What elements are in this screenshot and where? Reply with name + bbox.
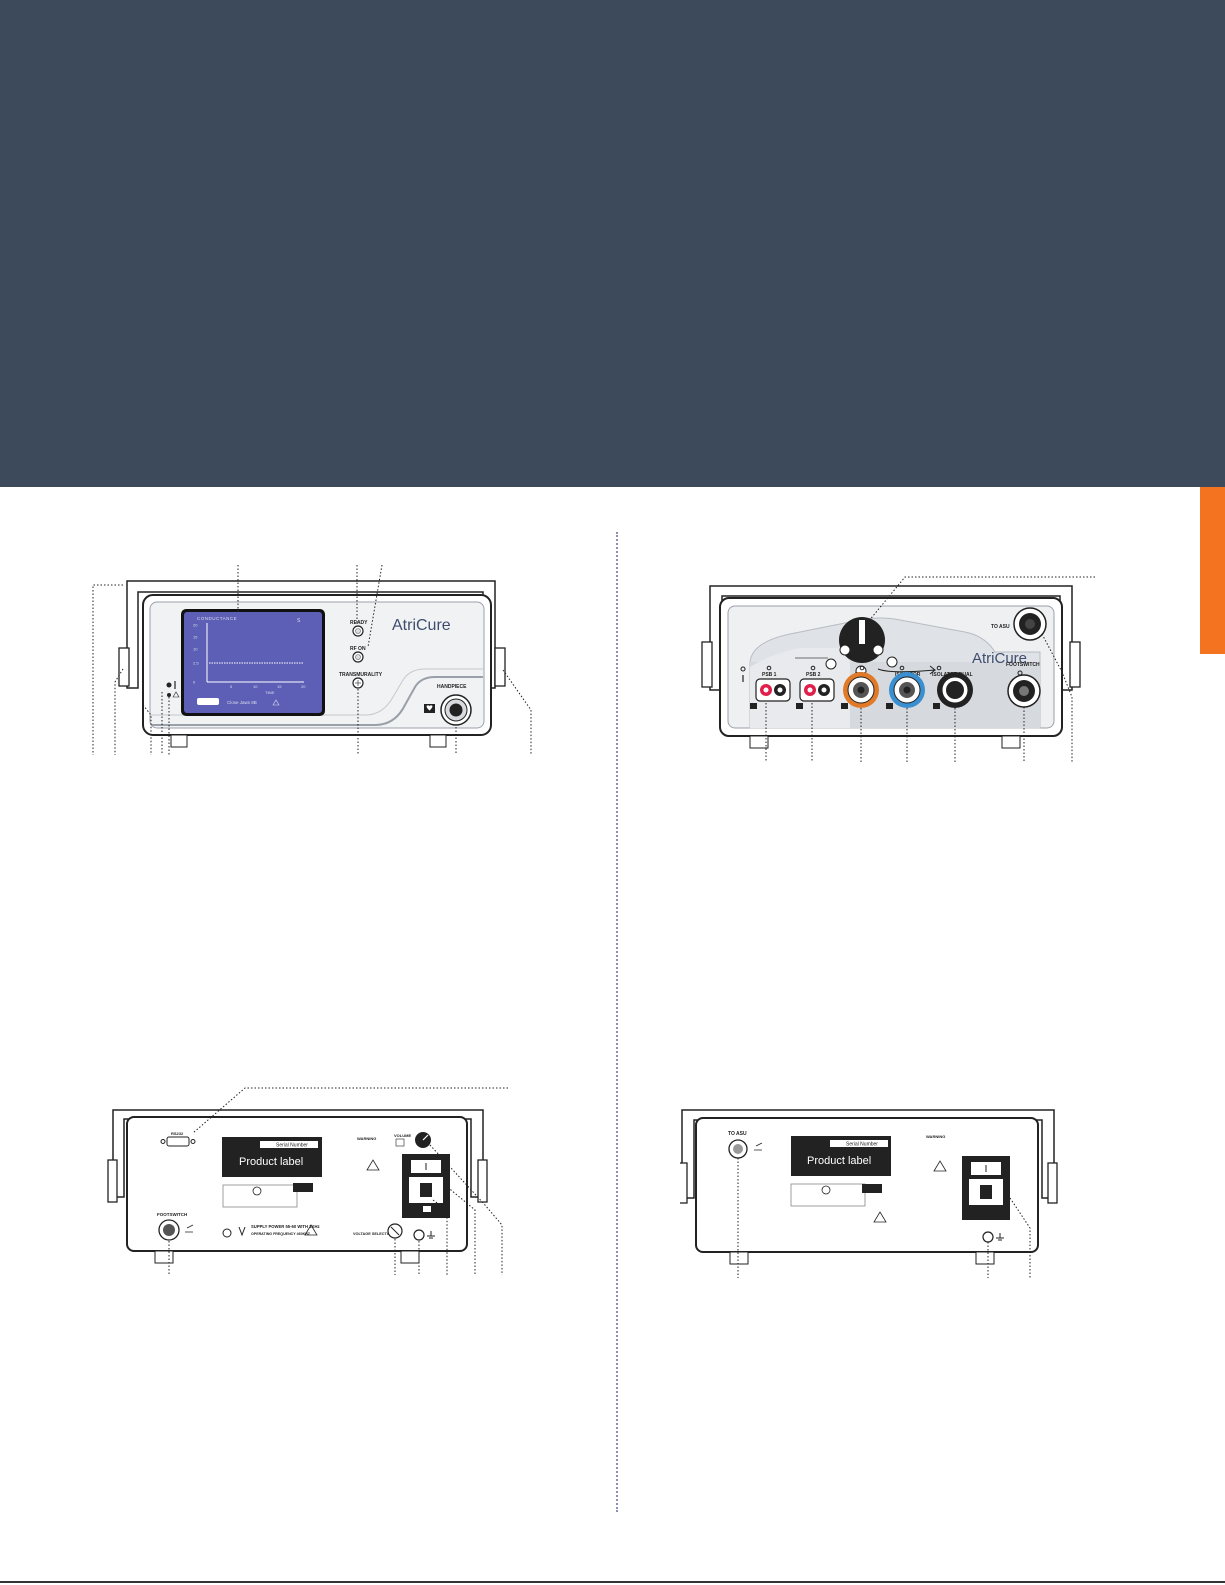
warning-label: WARNING [357,1136,376,1141]
rs232-port[interactable] [166,1136,190,1147]
screen-xlabel: TIME [265,690,275,695]
serial-number-label: Serial Number [276,1143,308,1149]
port-indicator [936,665,942,671]
header-band [0,0,1225,487]
column-divider [616,532,618,1512]
screen-y-tick: 0 [193,680,196,685]
to-asu-label: TO ASU [991,624,1010,630]
asu-front-diagram: CONDUCTANCE S 20 15 10 2.5 0 5 10 15 20 TIME Cl… [85,564,555,765]
fault-indicator [167,693,171,697]
ready-label: READY [350,620,368,626]
screen-x-tick: 15 [277,684,282,689]
handpiece-label: HANDPIECE [437,684,467,690]
power-switch[interactable] [166,682,172,688]
transmurality-label: TRANSMURALITY [339,672,383,678]
product-label-text: Product label [239,1156,303,1168]
product-label-text: Product label [807,1155,871,1167]
volume-label: VOLUME [394,1133,411,1138]
footer-rule [0,1581,1225,1583]
port-label: PSB 2 [806,672,821,678]
to-asu-label: TO ASU [728,1131,747,1137]
screen-x-tick: 20 [301,684,306,689]
screen-title: CONDUCTANCE [197,616,237,621]
screen-status: Close Jaws 8B [227,700,257,705]
port-indicator [766,665,772,671]
switch-rear-diagram: TO ASU Serial Number Product label WARNI… [677,1098,1080,1288]
port-indicator [859,665,865,671]
screen-x-tick: 10 [253,684,258,689]
serial-number-label: Serial Number [846,1142,878,1148]
operating-frequency-label: OPERATING FREQUENCY 460KHZ [251,1232,311,1236]
section-tab [1200,487,1225,654]
screen-x-tick: 5 [230,684,233,689]
footswitch-label: FOOTSWITCH [1006,662,1040,668]
atricure-logo: AtriCure [392,617,451,634]
atricure-logo: AtriCure [972,650,1027,667]
asu-rear-diagram: RS232 Serial Number Product label WARNIN… [105,1085,525,1290]
voltage-selector-label: VOLTAGE SELECTOR [353,1232,393,1236]
warning-label: WARNING [926,1134,945,1139]
screen-units: S [297,618,301,624]
screen-y-tick: 2.5 [193,661,199,666]
ground-terminal[interactable] [413,1229,425,1241]
power-indicator [740,666,746,672]
port-indicator [899,665,905,671]
supply-power-label: SUPPLY POWER 55-60 WITH 1KHz [251,1224,320,1229]
rs232-label: RS232 [171,1131,184,1136]
port-indicator [810,665,816,671]
screen-y-tick: 20 [193,623,198,628]
screen-y-tick: 15 [193,635,198,640]
ground-terminal[interactable] [982,1231,994,1243]
screen-y-tick: 10 [193,647,198,652]
port-label: PSB 1 [762,672,777,678]
rf-on-label: RF ON [350,646,366,652]
footswitch-label: FOOTSWITCH [157,1212,187,1217]
